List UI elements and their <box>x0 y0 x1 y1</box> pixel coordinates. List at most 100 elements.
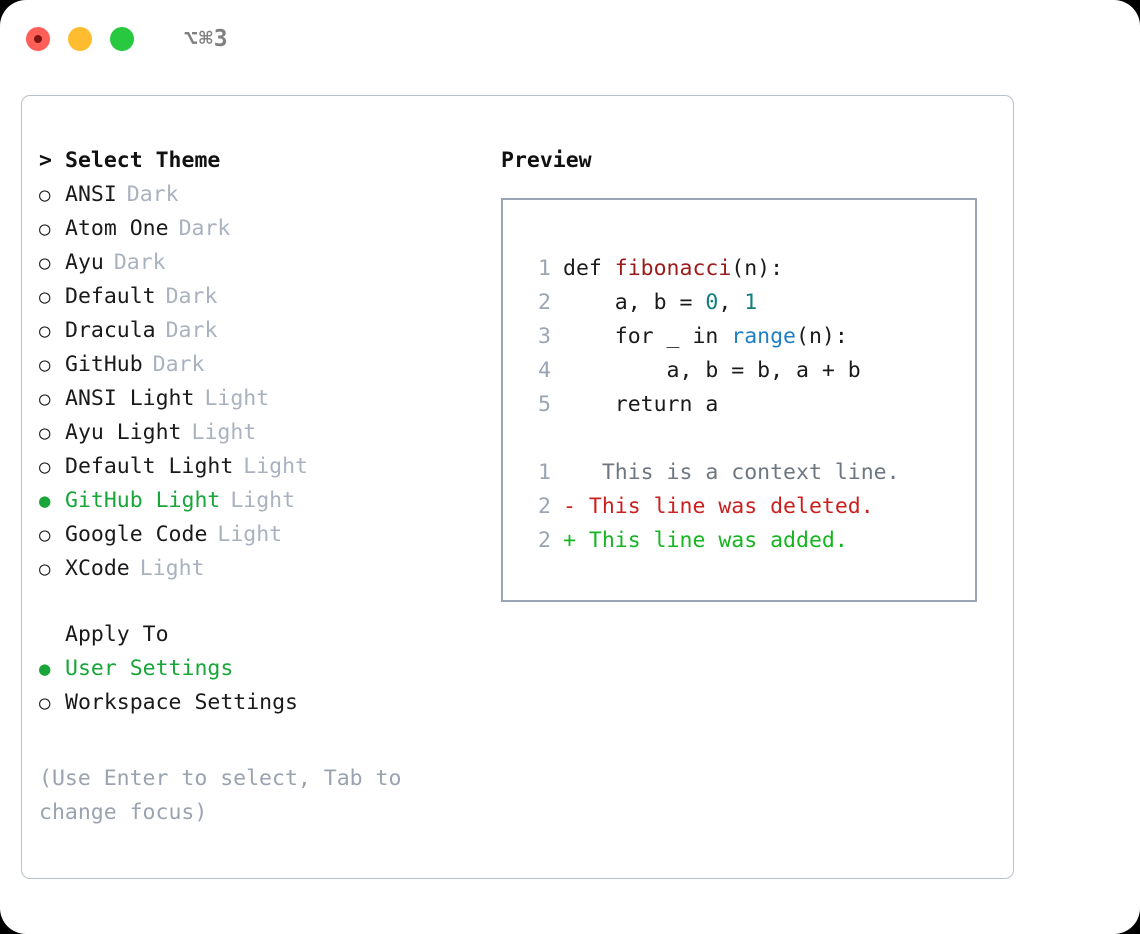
code-token-plain: a, b = b, a + b <box>563 358 861 383</box>
close-icon <box>34 35 42 43</box>
theme-option-tag: Dark <box>165 284 218 309</box>
diff-text: This is a context line. <box>563 460 900 485</box>
code-line: 5 return a <box>525 388 975 422</box>
theme-option-tag: Light <box>139 556 205 581</box>
diff-line-add: 2 + This line was added. <box>525 524 975 558</box>
theme-option-tag: Dark <box>165 318 218 343</box>
theme-option-github-light[interactable]: ● GitHub Light Light <box>39 484 469 518</box>
line-number: 2 <box>538 528 551 553</box>
theme-option-label: ANSI Light <box>65 386 195 411</box>
line-number: 4 <box>538 358 551 383</box>
theme-option-default[interactable]: ○ Default Dark <box>39 280 469 314</box>
code-token-plain: for _ in <box>563 324 732 349</box>
radio-unselected-icon: ○ <box>39 286 51 308</box>
theme-option-tag: Dark <box>152 352 205 377</box>
keyboard-hint: (Use Enter to select, Tab to change focu… <box>39 766 402 825</box>
diff-line-ctx: 1 This is a context line. <box>525 456 975 490</box>
radio-unselected-icon: ○ <box>39 524 51 546</box>
code-token-plain: (n): <box>796 324 848 349</box>
apply-to-option-user-settings[interactable]: ● User Settings <box>39 652 469 686</box>
theme-option-ansi-light[interactable]: ○ ANSI Light Light <box>39 382 469 416</box>
theme-option-tag: Light <box>204 386 270 411</box>
theme-option-tag: Light <box>243 454 309 479</box>
line-number: 3 <box>538 324 551 349</box>
code-line: 4 a, b = b, a + b <box>525 354 975 388</box>
apply-to-option-list: ● User Settings ○Workspace Settings <box>39 652 469 720</box>
theme-option-label: XCode <box>65 556 130 581</box>
code-token-fn: fibonacci <box>614 256 732 281</box>
preview-spacer <box>525 422 975 456</box>
apply-to-title: Apply To <box>65 622 169 647</box>
code-token-plain: return a <box>563 392 719 417</box>
radio-unselected-icon: ○ <box>39 558 51 580</box>
theme-option-label: ANSI <box>65 182 117 207</box>
radio-unselected-icon: ○ <box>39 388 51 410</box>
theme-option-label: GitHub Light <box>65 488 221 513</box>
apply-to-option-label: Workspace Settings <box>65 690 298 715</box>
code-token-num: 1 <box>744 290 758 315</box>
select-theme-title: Select Theme <box>65 148 221 173</box>
code-line: 2 a, b = 0, 1 <box>525 286 975 320</box>
theme-option-label: Google Code <box>65 522 208 547</box>
theme-option-dracula[interactable]: ○ Dracula Dark <box>39 314 469 348</box>
apply-to-option-label: User Settings <box>65 656 234 681</box>
theme-option-atom-one[interactable]: ○ Atom One Dark <box>39 212 469 246</box>
zoom-button[interactable] <box>110 27 134 51</box>
select-theme-header: > Select Theme <box>39 144 469 178</box>
line-number: 5 <box>538 392 551 417</box>
code-token-num: 0 <box>705 290 719 315</box>
window-title: ⌥⌘3 <box>184 26 229 52</box>
minimize-button[interactable] <box>68 27 92 51</box>
radio-unselected-icon: ○ <box>39 218 51 240</box>
diff-text: + This line was added. <box>563 528 848 553</box>
code-token-plain: def <box>563 256 615 281</box>
theme-option-label: Ayu Light <box>65 420 182 445</box>
code-token-plain: , <box>718 290 745 315</box>
apply-to-option-workspace-settings[interactable]: ○Workspace Settings <box>39 686 469 720</box>
radio-unselected-icon: ○ <box>39 320 51 342</box>
theme-option-label: Dracula <box>65 318 156 343</box>
theme-option-tag: Light <box>191 420 257 445</box>
window-controls <box>26 27 134 51</box>
radio-unselected-icon: ○ <box>39 184 51 206</box>
diff-sample: 1 This is a context line. 2 - This line wa… <box>525 456 975 558</box>
line-number: 2 <box>538 290 551 315</box>
theme-option-tag: Dark <box>178 216 231 241</box>
diff-text: - This line was deleted. <box>563 494 874 519</box>
apply-to-spacer <box>39 618 65 652</box>
radio-unselected-icon: ○ <box>39 252 51 274</box>
theme-option-tag: Light <box>230 488 296 513</box>
diff-line-del: 2 - This line was deleted. <box>525 490 975 524</box>
radio-selected-icon: ● <box>39 490 51 512</box>
theme-option-label: Default <box>65 284 156 309</box>
line-number: 1 <box>538 460 551 485</box>
theme-option-xcode[interactable]: ○ XCode Light <box>39 552 469 586</box>
line-number: 2 <box>538 494 551 519</box>
close-button[interactable] <box>26 27 50 51</box>
theme-option-github[interactable]: ○ GitHub Dark <box>39 348 469 382</box>
preview-title: Preview <box>501 148 592 173</box>
radio-selected-icon: ● <box>39 658 51 680</box>
radio-unselected-icon: ○ <box>39 456 51 478</box>
code-line: 3 for _ in range(n): <box>525 320 975 354</box>
theme-option-label: Atom One <box>65 216 169 241</box>
radio-unselected-icon: ○ <box>39 422 51 444</box>
apply-to-header: Apply To <box>39 618 469 652</box>
theme-option-ayu-light[interactable]: ○ Ayu Light Light <box>39 416 469 450</box>
prompt-caret-icon: > <box>39 148 52 173</box>
theme-option-tag: Dark <box>113 250 166 275</box>
line-number: 1 <box>538 256 551 281</box>
theme-option-label: GitHub <box>65 352 143 377</box>
code-token-plain: a, b = <box>563 290 706 315</box>
radio-unselected-icon: ○ <box>39 354 51 376</box>
